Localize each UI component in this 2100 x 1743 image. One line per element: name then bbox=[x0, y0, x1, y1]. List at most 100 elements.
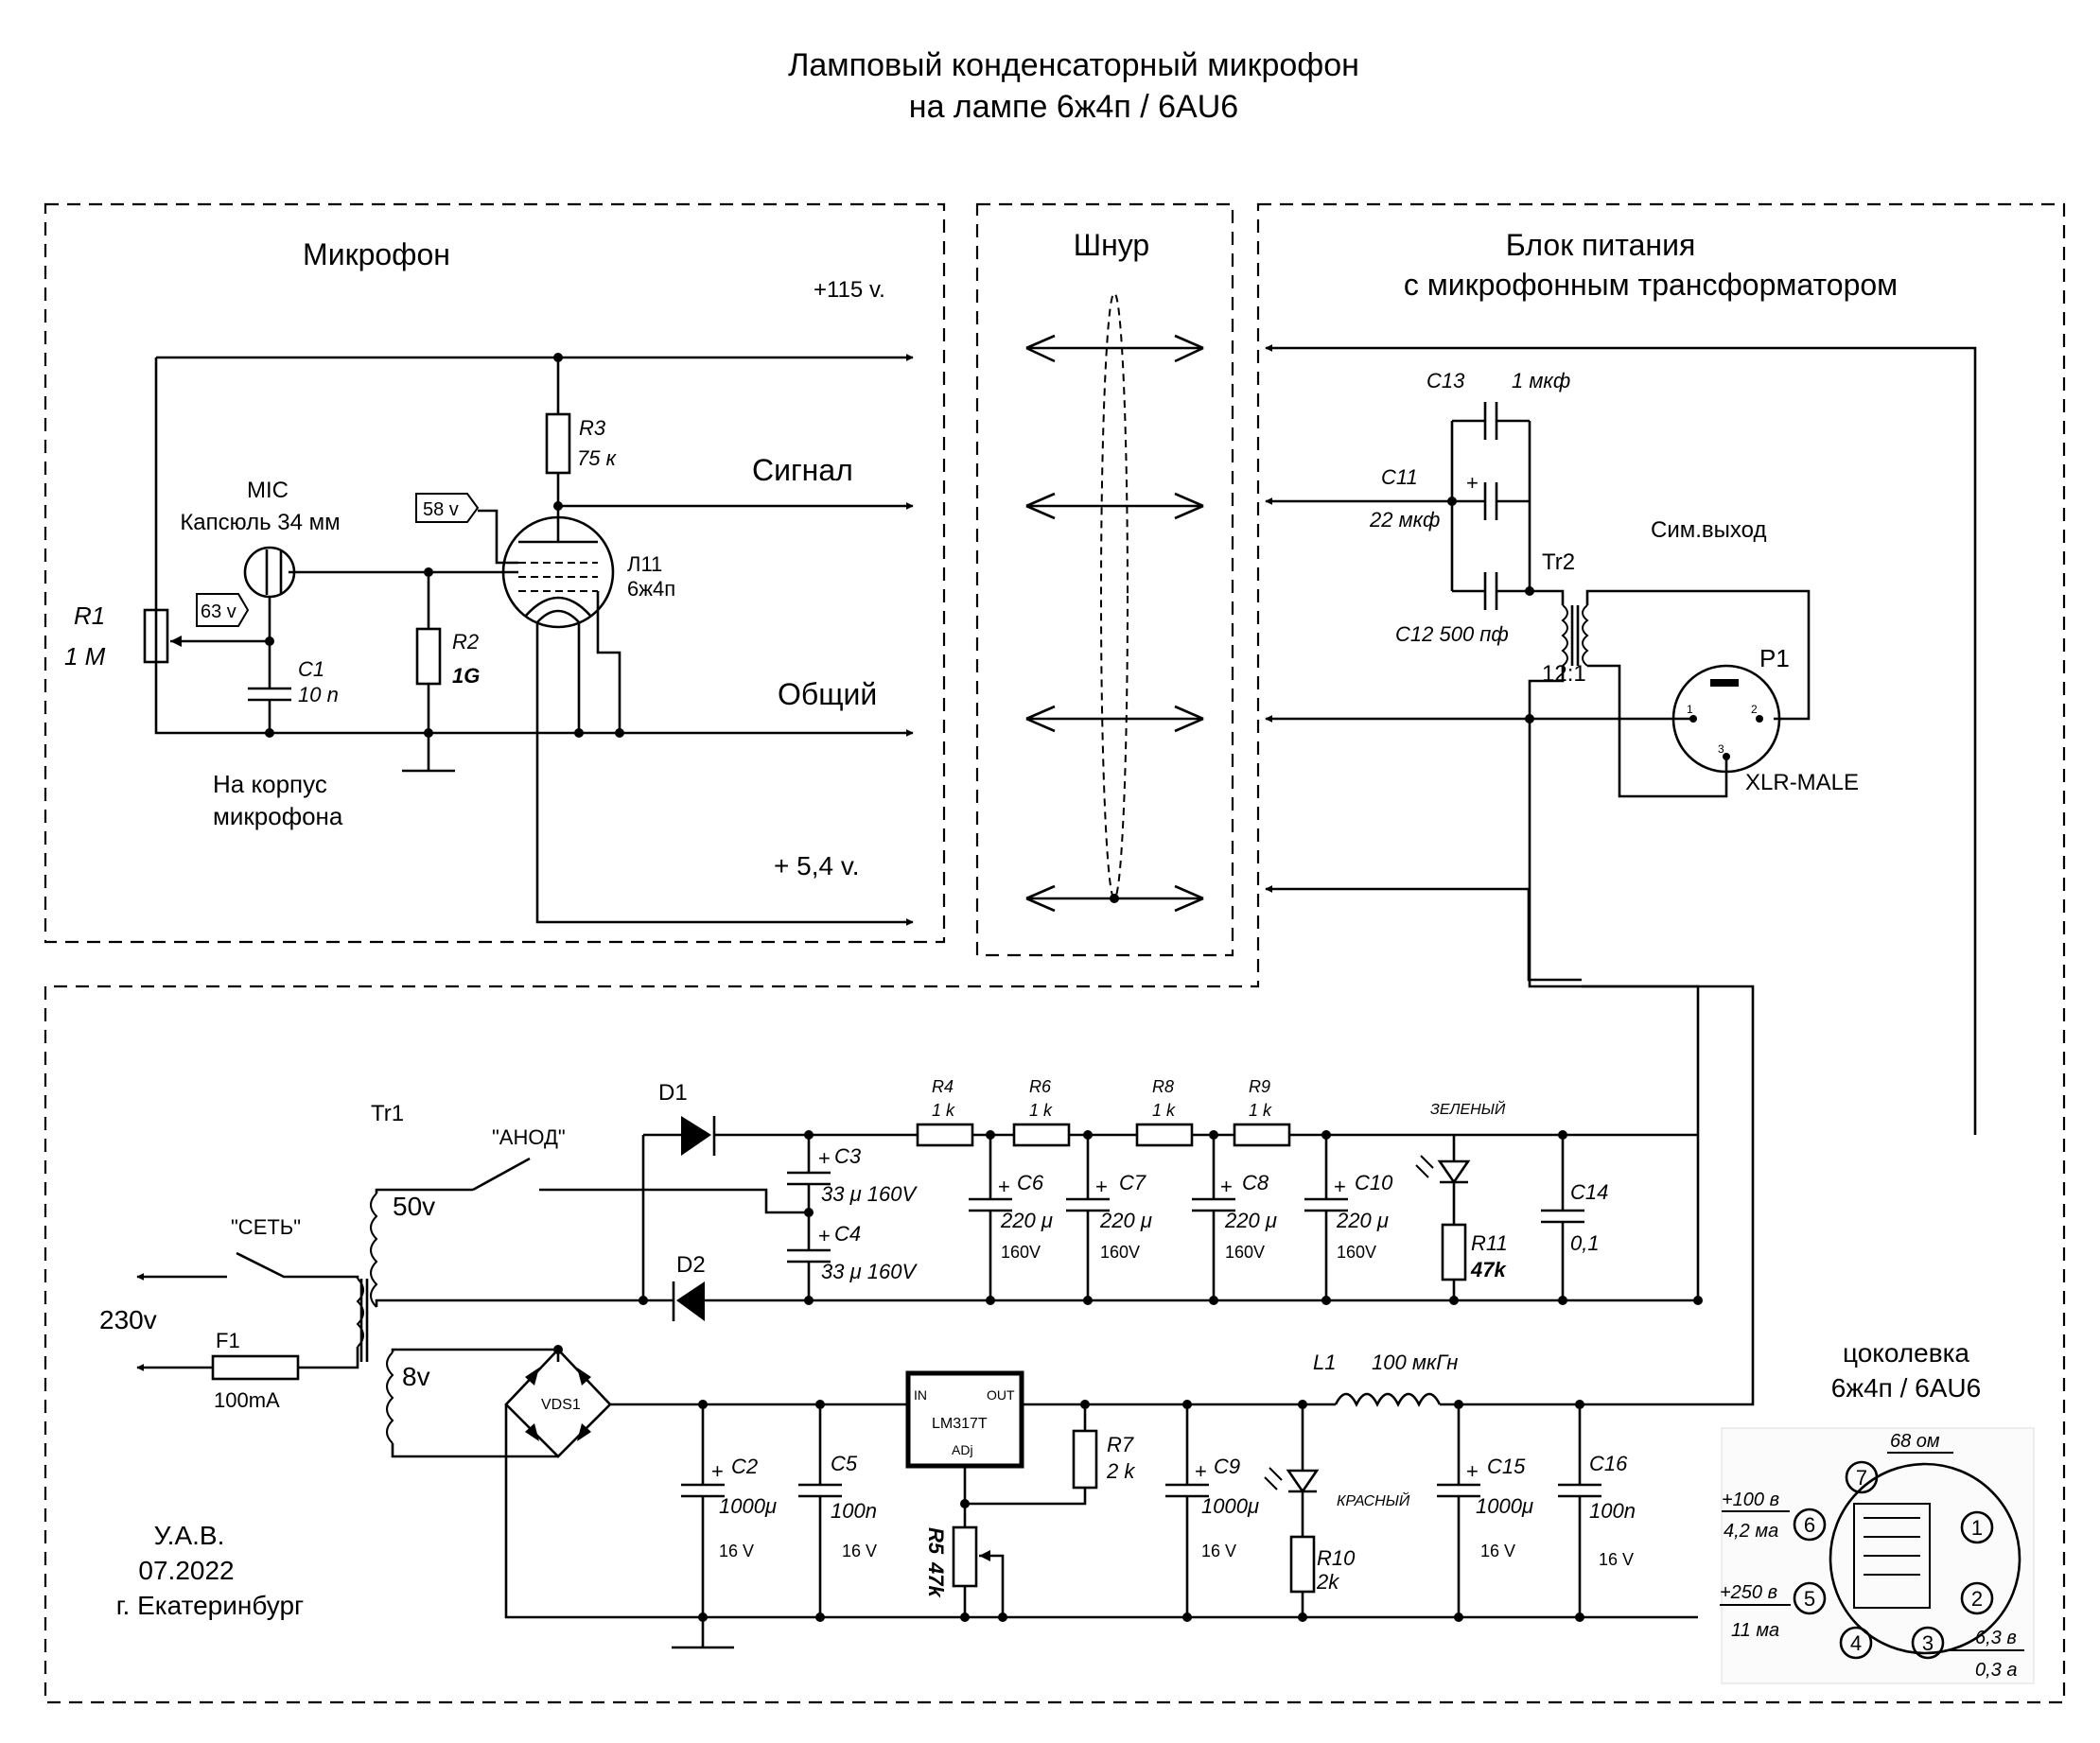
label-c9-voltage: 16 V bbox=[1201, 1542, 1236, 1560]
label-l1: L1 bbox=[1313, 1351, 1336, 1374]
label-c3-value: 33 μ 160V bbox=[821, 1182, 918, 1206]
diode-d1 bbox=[681, 1116, 711, 1156]
label-c9-value: 1000μ bbox=[1201, 1494, 1259, 1518]
label-c4-value: 33 μ 160V bbox=[821, 1260, 918, 1283]
label-c14: C14 bbox=[1570, 1180, 1608, 1204]
psu-top-circuit: + C13 1 мкф C11 22 мкф C12 500 пф Tr2 12… bbox=[1265, 344, 1977, 1300]
label-c1-value: 10 n bbox=[298, 683, 339, 706]
label-lm-in: IN bbox=[914, 1387, 927, 1403]
label-symout: Сим.выход bbox=[1651, 517, 1766, 543]
label-lm-adj: ADj bbox=[952, 1442, 973, 1457]
label-tube: Л11 bbox=[627, 552, 662, 576]
fuse-f1 bbox=[211, 1354, 300, 1381]
label-c15-plus: + bbox=[1466, 1459, 1479, 1483]
label-c7-plus: + bbox=[1095, 1175, 1108, 1198]
label-c1: C1 bbox=[298, 657, 324, 681]
pin-label-1: 1 bbox=[1971, 1516, 1983, 1540]
label-r10: R10 bbox=[1317, 1546, 1356, 1570]
section-label-psu-line2: с микрофонным трансформатором bbox=[1404, 268, 1898, 302]
section-label-cord: Шнур bbox=[1074, 228, 1149, 262]
resistor-r11 bbox=[1441, 1223, 1467, 1281]
resistor-r9 bbox=[1233, 1123, 1291, 1147]
pin-label-6: 6 bbox=[1804, 1513, 1815, 1537]
pinout-v63: 6,3 в bbox=[1975, 1628, 2017, 1648]
resistor-r5 bbox=[952, 1525, 978, 1588]
label-c7-voltage: 160V bbox=[1100, 1243, 1140, 1262]
label-red-led: КРАСНЫЙ bbox=[1337, 1491, 1410, 1509]
label-c13-value: 1 мкф bbox=[1512, 369, 1570, 392]
label-c9-plus: + bbox=[1195, 1459, 1207, 1483]
label-r8-value: 1 k bbox=[1152, 1101, 1176, 1120]
label-capsule: Капсюль 34 мм bbox=[180, 510, 340, 535]
cord-section bbox=[1025, 292, 1204, 913]
label-tag-63v: 63 v bbox=[201, 601, 236, 622]
label-xlr-pin1: 1 bbox=[1687, 703, 1693, 716]
capacitor-c8 bbox=[1192, 1130, 1235, 1305]
label-r5-value: 47k bbox=[924, 1561, 948, 1598]
bridge-vds1 bbox=[504, 1348, 612, 1458]
diode-d2 bbox=[676, 1281, 705, 1321]
label-c8-plus: + bbox=[1220, 1175, 1233, 1198]
label-c11-value: 22 мкф bbox=[1369, 508, 1440, 532]
label-r8: R8 bbox=[1152, 1077, 1174, 1096]
label-heater: + 5,4 v. bbox=[774, 851, 860, 880]
label-tag-58v: 58 v bbox=[423, 499, 459, 520]
label-c15-voltage: 16 V bbox=[1480, 1542, 1515, 1560]
author-city: г. Екатеринбург bbox=[116, 1591, 305, 1620]
pinout-ma42: 4,2 ма bbox=[1724, 1521, 1778, 1542]
microphone-circuit: +115 v. R3 75 к Сигнал Л11 6ж4п 58 v bbox=[64, 277, 914, 926]
pinout-v250: +250 в bbox=[1720, 1582, 1777, 1603]
label-c2-value: 1000μ bbox=[719, 1494, 777, 1518]
label-anod-switch: "АНОД" bbox=[492, 1125, 566, 1149]
label-tr1: Tr1 bbox=[371, 1101, 404, 1126]
label-r7: R7 bbox=[1107, 1433, 1134, 1456]
label-c11-plus: + bbox=[1466, 471, 1479, 495]
label-c9: C9 bbox=[1214, 1455, 1240, 1478]
tag-58v bbox=[415, 493, 480, 523]
label-tube-type: 6ж4п bbox=[627, 577, 675, 601]
led-green bbox=[1437, 1159, 1471, 1185]
resistor-r6 bbox=[1012, 1123, 1071, 1147]
pinout-a03: 0,3 а bbox=[1975, 1660, 2017, 1681]
label-c10-plus: + bbox=[1334, 1175, 1346, 1198]
pinout-title-line2: 6ж4п / 6AU6 bbox=[1831, 1373, 1981, 1403]
label-c6-voltage: 160V bbox=[1001, 1243, 1041, 1262]
pinout-v100: +100 в bbox=[1722, 1490, 1779, 1510]
label-tr2-ratio: 12:1 bbox=[1542, 661, 1586, 687]
label-common: Общий bbox=[778, 677, 877, 711]
label-xlr-pin2: 2 bbox=[1751, 703, 1758, 716]
label-lm317t: LM317T bbox=[932, 1416, 988, 1432]
label-c5: C5 bbox=[831, 1452, 858, 1475]
label-r6: R6 bbox=[1029, 1077, 1052, 1096]
resistor-r2 bbox=[415, 627, 442, 686]
label-d2: D2 bbox=[676, 1252, 706, 1278]
pin-label-7: 7 bbox=[1856, 1466, 1867, 1490]
label-c16: C16 bbox=[1589, 1452, 1628, 1475]
label-r4-value: 1 k bbox=[932, 1101, 955, 1120]
label-r1-value: 1 M bbox=[64, 642, 106, 671]
pin-label-2: 2 bbox=[1971, 1587, 1983, 1611]
resistor-r4 bbox=[916, 1123, 974, 1147]
label-115v: +115 v. bbox=[814, 277, 885, 303]
label-vds1: VDS1 bbox=[541, 1397, 581, 1413]
label-r4: R4 bbox=[932, 1077, 954, 1096]
label-ground-line1: На корпус bbox=[213, 770, 327, 798]
diagram-title-line1: Ламповый конденсаторный микрофон bbox=[788, 47, 1359, 83]
label-c8-value: 220 μ bbox=[1224, 1209, 1277, 1232]
label-c15-value: 1000μ bbox=[1476, 1494, 1533, 1518]
label-f1: F1 bbox=[216, 1329, 240, 1352]
diagram-title-line2: на лампе 6ж4п / 6AU6 bbox=[909, 89, 1238, 125]
label-c5-voltage: 16 V bbox=[842, 1542, 877, 1560]
label-r9: R9 bbox=[1249, 1077, 1270, 1096]
resistor-r7 bbox=[1072, 1429, 1098, 1490]
capacitor-c6 bbox=[969, 1130, 1012, 1305]
anode-supply: Tr1 "АНОД" "СЕТЬ" 50v 230v F1 100mA D1 D bbox=[99, 1077, 1703, 1412]
section-label-psu-line1: Блок питания bbox=[1506, 228, 1696, 262]
label-50v: 50v bbox=[393, 1192, 435, 1221]
label-r9-value: 1 k bbox=[1249, 1101, 1272, 1120]
tube-pinout-inset: цоколевка 6ж4п / 6AU6 7 1 2 3 4 5 6 68 о… bbox=[1720, 1338, 2035, 1684]
label-c14-value: 0,1 bbox=[1570, 1231, 1600, 1255]
label-8v: 8v bbox=[402, 1362, 430, 1391]
label-r1: R1 bbox=[74, 601, 105, 630]
